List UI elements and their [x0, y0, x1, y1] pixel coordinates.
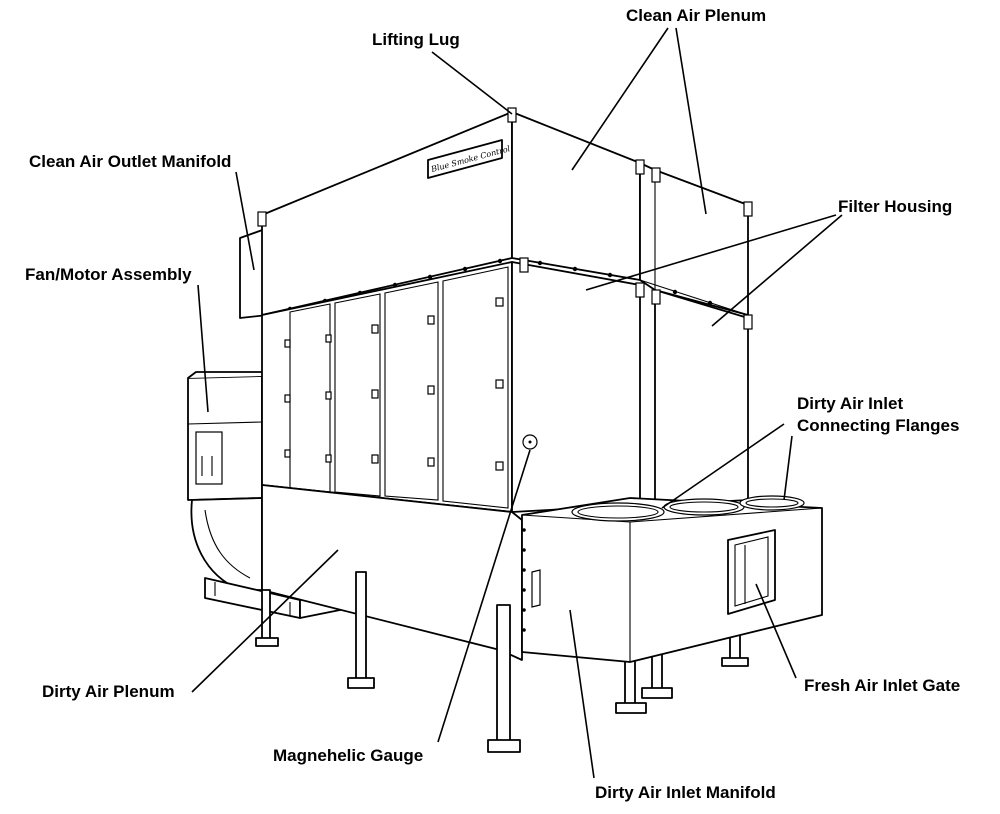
leader-clean-air-outlet-manifold — [235, 171, 255, 271]
leader-filter-housing-2 — [711, 214, 843, 327]
leader-dirty-air-inlet-manifold — [569, 609, 595, 779]
fan-motor-assembly-drawing — [187, 371, 361, 619]
labels: Clean Air Plenum Lifting Lug Clean Air O… — [25, 6, 960, 802]
label-clean-air-plenum: Clean Air Plenum — [626, 6, 766, 25]
label-dirty-air-inlet-manifold: Dirty Air Inlet Manifold — [595, 783, 776, 802]
dust-collector-illustration: Blue Smoke Control — [187, 107, 823, 753]
label-dirty-air-inlet: Dirty Air Inlet — [797, 394, 903, 413]
leader-magnehelic-gauge — [437, 449, 531, 743]
leader-lifting-lug — [431, 51, 513, 115]
clean-air-plenum-drawing: Blue Smoke Control — [257, 107, 753, 316]
dirty-air-inlet-manifold-drawing — [521, 495, 823, 663]
leader-dirty-air-inlet-1 — [661, 423, 785, 509]
dirty-air-plenum-drawing — [261, 484, 523, 661]
leader-dirty-air-plenum — [191, 549, 339, 693]
label-fresh-air-inlet-gate: Fresh Air Inlet Gate — [804, 676, 960, 695]
leader-filter-housing-1 — [585, 214, 837, 291]
leader-fan-motor-assembly — [197, 284, 209, 413]
label-fan-motor-assembly: Fan/Motor Assembly — [25, 265, 192, 284]
legs — [255, 571, 749, 753]
leader-dirty-air-inlet-2 — [783, 435, 793, 501]
label-magnehelic-gauge: Magnehelic Gauge — [273, 746, 423, 765]
label-dirty-air-plenum: Dirty Air Plenum — [42, 682, 175, 701]
leader-clean-air-plenum-2 — [675, 27, 707, 215]
label-lifting-lug: Lifting Lug — [372, 30, 460, 49]
filter-housing-drawing — [261, 257, 753, 513]
leader-clean-air-plenum-1 — [571, 27, 669, 171]
label-connecting-flanges: Connecting Flanges — [797, 416, 959, 435]
leader-fresh-air-inlet-gate — [755, 583, 797, 679]
label-clean-air-outlet-manifold: Clean Air Outlet Manifold — [29, 152, 231, 171]
label-filter-housing: Filter Housing — [838, 197, 952, 216]
leader-lines — [191, 27, 843, 779]
